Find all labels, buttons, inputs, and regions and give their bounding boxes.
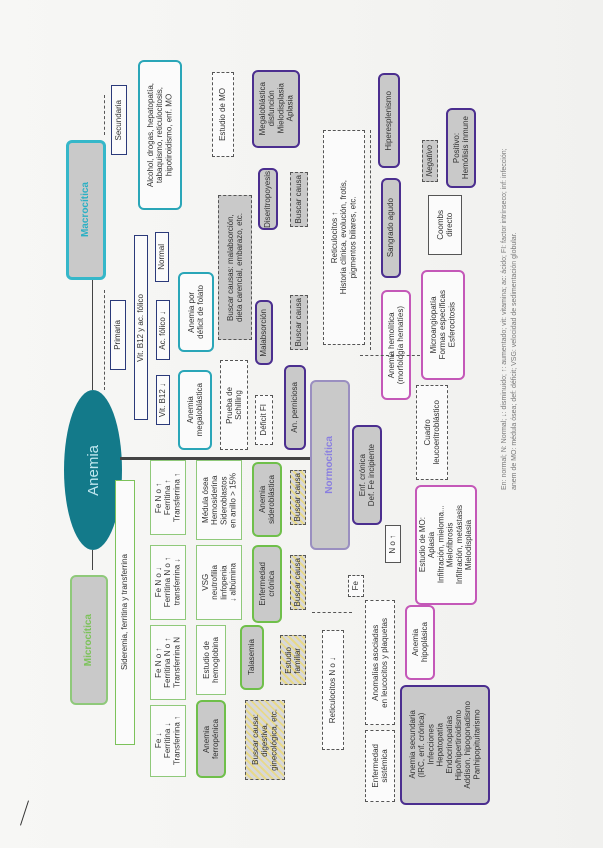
macro-buscar-causa-1: Buscar causa bbox=[290, 172, 308, 227]
anemia-label: Anemia bbox=[84, 444, 102, 496]
macro-anemia-folato: Anemia por déficit de folato bbox=[178, 272, 214, 352]
connector bbox=[312, 612, 352, 613]
normo-anemia-hipoplasica: Anemia hipoplásica bbox=[405, 605, 435, 680]
legend-note: En: normal; N: Normal; ↓: disminuido; ↑:… bbox=[501, 148, 518, 490]
macro-buscar-causa-2: Buscar causa bbox=[290, 295, 308, 350]
micro-col4: Fe N o ↑ Ferritina ↑ Transferrina ↑ bbox=[150, 460, 186, 535]
normo-cuadro-leuco: Cuadro leucoeritroblástico bbox=[416, 385, 448, 480]
normo-anemia-hemolitica: Anemia hemolítica (morfología hematíes) bbox=[381, 290, 411, 400]
normo-positivo: Positivo: Hemólisis inmune bbox=[446, 108, 476, 188]
macro-vit-ac: Vit. B12 y ac. fólico bbox=[134, 235, 148, 420]
connector bbox=[370, 130, 371, 350]
macro-estudio-mo: Estudio de MO bbox=[212, 72, 234, 157]
normo-negativo: Negativo bbox=[422, 140, 438, 182]
connector bbox=[104, 290, 105, 390]
micro-buscar-causa-sidero: Buscar causa bbox=[290, 470, 306, 525]
macro-secundaria-causas: Alcohol, drogas, hepatopatía, tabaquismo… bbox=[138, 60, 182, 210]
line-to-micro bbox=[92, 550, 93, 570]
macro-an-perniciosa: An. perniciosa bbox=[284, 365, 306, 450]
macro-diseritropoyesis: Diseritropoyesis bbox=[258, 168, 278, 230]
micro-buscar-causa-cronica: Buscar causa bbox=[290, 555, 306, 610]
macro-buscar-causas-folato: Buscar causas: malabsorción, dieta caren… bbox=[218, 195, 252, 340]
micro-estudio-hb: Estudio de hemoglobina bbox=[196, 625, 226, 695]
connector bbox=[360, 355, 420, 356]
micro-anemia-sideroblastica: Anemia sideroblástica bbox=[252, 462, 282, 537]
micro-col2: Fe N o ↑ Ferritina N o ↑ Transferrina N bbox=[150, 625, 186, 700]
normo-fe: Fe bbox=[348, 575, 364, 597]
branch-normocitica: Normocítica bbox=[310, 380, 350, 550]
micro-vsg: VSG neutrofilia linfopenia ↓ albúmina bbox=[196, 545, 242, 620]
micro-sideremia: Sideremia, ferritina y transferrina bbox=[115, 480, 135, 745]
macro-deficit-fi: Déficit FI bbox=[255, 395, 273, 445]
normo-reticulocitos-alto: Reticulocitos ↑ Historia clínica, evoluc… bbox=[323, 130, 365, 345]
normo-microangiopatia: Microangiopatía Formas específicas Esfer… bbox=[421, 270, 465, 380]
normo-reticulocitos-n: Reticulocitos N o ↓ bbox=[322, 630, 344, 750]
macro-ac-folico: Ac. fólico ↓ bbox=[156, 300, 170, 360]
pen-mark bbox=[20, 800, 29, 826]
normo-enf-sistemica: Enfermedad sistémica bbox=[365, 730, 395, 802]
macro-vit-b12: Vit. B12 ↓ bbox=[156, 375, 170, 425]
micro-talasemia: Talasemia bbox=[240, 625, 264, 690]
macro-malabsorcion: Malabsorción bbox=[255, 300, 273, 365]
anemia-root-node: Anemia bbox=[64, 390, 122, 550]
micro-enf-cronica: Enfermedad crónica bbox=[252, 545, 282, 623]
normo-coombs: Coombs directo bbox=[428, 195, 462, 255]
macro-anemia-megaloblastica: Anemia megaloblástica bbox=[178, 370, 212, 450]
branch-microcitica: Microcítica bbox=[70, 575, 108, 705]
micro-anemia-ferropenica: Anemia ferropénica bbox=[196, 700, 226, 778]
macro-normal: Normal bbox=[155, 232, 169, 282]
micro-col1: Fe ↓ Ferritina ↓ Transferrina ↑ bbox=[150, 705, 186, 777]
normo-n-o-up: N o ↑ bbox=[385, 525, 401, 563]
normo-sangrado: Sangrado agudo bbox=[381, 178, 401, 278]
macro-secundaria: Secundaria bbox=[111, 85, 127, 155]
normo-estudio-mo: Estudio de MO: Aplasia Infiltración, mie… bbox=[415, 485, 477, 605]
normo-enf-cronica: Enf. crónica Def. Fe incipiente bbox=[352, 425, 382, 525]
normo-anomalias: Anomalías asociadas en leucocitos y plaq… bbox=[365, 600, 395, 725]
macro-megaloblastica-dx: Megaloblástica disfunción Mielodisplasia… bbox=[252, 70, 300, 148]
micro-col3: Fe N o ↓ Ferritina N o ↑ transferrina ↓ bbox=[150, 545, 186, 620]
line-to-macro bbox=[92, 280, 93, 390]
macro-prueba-schilling: Prueba de Schilling bbox=[220, 360, 248, 450]
micro-buscar-causa-ferro: Buscar causa: digestiva, ginecológica, e… bbox=[245, 700, 285, 780]
micro-estudio-familiar: Estudio familiar bbox=[280, 635, 306, 685]
branch-macrocitica: Macrocítica bbox=[66, 140, 106, 280]
normo-hiperesplenismo: Hiperesplenismo bbox=[378, 73, 400, 168]
normo-anemia-secundaria: Anemia secundaria (IRC, enf. crónica) In… bbox=[400, 685, 490, 805]
connector bbox=[104, 95, 105, 135]
main-arrow-normocitica bbox=[120, 457, 310, 460]
micro-medula-osea: Médula ósea Hemosiderina Sideroblastos e… bbox=[196, 460, 242, 540]
macro-primaria: Primaria bbox=[110, 300, 126, 370]
